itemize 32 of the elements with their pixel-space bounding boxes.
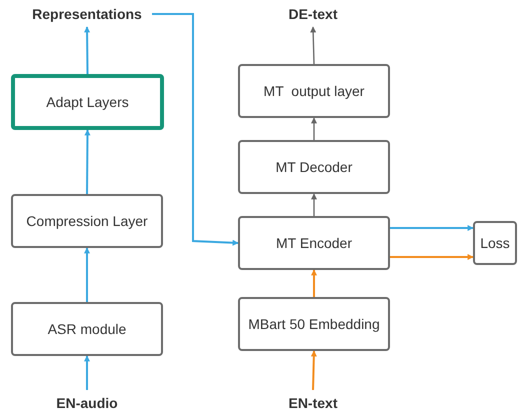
process-box bbox=[473, 221, 517, 265]
process-box bbox=[238, 216, 390, 270]
box-label: MT Decoder bbox=[276, 159, 352, 175]
text-label: DE-text bbox=[278, 5, 348, 23]
process-box bbox=[238, 140, 390, 194]
process-box bbox=[238, 297, 390, 351]
process-box bbox=[11, 194, 163, 248]
process-box bbox=[238, 64, 390, 118]
arrow bbox=[84, 355, 90, 390]
process-box bbox=[11, 74, 164, 130]
arrow bbox=[311, 117, 317, 140]
arrow bbox=[310, 26, 316, 64]
arrow bbox=[311, 193, 317, 216]
box-label: Loss bbox=[480, 235, 510, 251]
arrow bbox=[310, 350, 317, 390]
arrow bbox=[390, 225, 474, 231]
box-label: Adapt Layers bbox=[46, 94, 129, 110]
box-label: MBart 50 Embedding bbox=[248, 316, 380, 332]
arrow bbox=[84, 26, 90, 74]
box-label: ASR module bbox=[48, 321, 126, 337]
box-label: MT output layer bbox=[264, 83, 364, 99]
process-box bbox=[11, 302, 163, 356]
box-label: MT Encoder bbox=[276, 235, 352, 251]
arrow bbox=[84, 129, 90, 194]
text-label: EN-audio bbox=[47, 394, 127, 412]
arrow bbox=[84, 247, 90, 302]
arrow bbox=[390, 254, 474, 260]
text-label: EN-text bbox=[278, 394, 348, 412]
text-label: Representations bbox=[22, 5, 152, 23]
box-label: Compression Layer bbox=[26, 213, 148, 229]
arrow bbox=[311, 269, 317, 297]
arrow bbox=[152, 13, 239, 246]
